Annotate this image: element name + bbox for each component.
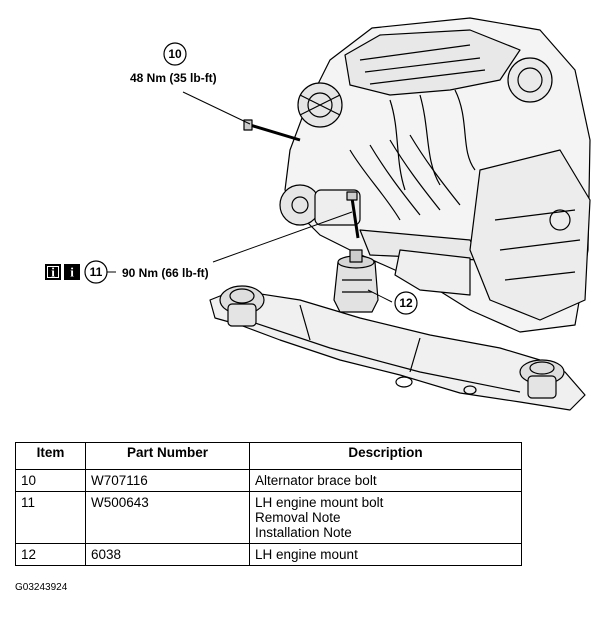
- cell-item: 11: [15, 491, 86, 544]
- engine-assembly: [279, 17, 591, 333]
- header-part-number: Part Number: [85, 442, 250, 470]
- callout-11-number: 11: [90, 265, 103, 279]
- cell-item: 12: [15, 543, 86, 566]
- parts-table: Item Part Number Description 10 W707116 …: [15, 442, 522, 566]
- callout-11-torque: 90 Nm (66 lb-ft): [122, 266, 209, 280]
- description-line: LH engine mount bolt: [255, 495, 384, 510]
- cell-part-number: W707116: [85, 469, 250, 492]
- cell-description: LH engine mount: [249, 543, 522, 566]
- svg-text:i: i: [70, 265, 74, 280]
- table-row: 12 6038 LH engine mount: [15, 543, 522, 566]
- engine-mount-illustration: 10 48 Nm (35 lb-ft) i i 11 90 Nm (66 lb-…: [45, 17, 591, 411]
- figure-id: G03243924: [15, 582, 68, 593]
- installation-note-link[interactable]: Installation Note: [255, 525, 352, 540]
- callout-10: 10 48 Nm (35 lb-ft): [130, 42, 217, 85]
- svg-text:i: i: [51, 265, 55, 280]
- callout-12-number: 12: [399, 296, 413, 310]
- cell-part-number: W500643: [85, 491, 250, 544]
- callout-11: i i 11 90 Nm (66 lb-ft): [45, 260, 209, 284]
- description-line: Alternator brace bolt: [255, 473, 377, 488]
- header-description: Description: [249, 442, 522, 470]
- alternator-brace-bolt: [243, 119, 301, 142]
- callout-10-torque: 48 Nm (35 lb-ft): [130, 71, 217, 85]
- cell-description: LH engine mount bolt Removal Note Instal…: [249, 491, 522, 544]
- info-icon-installation[interactable]: i: [64, 264, 80, 280]
- subframe: [209, 285, 586, 411]
- info-icon-removal[interactable]: i: [45, 264, 61, 280]
- cell-description: Alternator brace bolt: [249, 469, 522, 492]
- callout-10-number: 10: [168, 47, 182, 61]
- table-header-row: Item Part Number Description: [15, 442, 522, 470]
- engine-mount-12: [333, 249, 379, 313]
- engine-mount-bolt: [346, 191, 360, 239]
- removal-note-link[interactable]: Removal Note: [255, 510, 341, 525]
- cell-item: 10: [15, 469, 86, 492]
- callout-12: 12: [394, 291, 418, 315]
- header-item: Item: [15, 442, 86, 470]
- table-row: 10 W707116 Alternator brace bolt: [15, 469, 522, 492]
- description-line: LH engine mount: [255, 547, 358, 562]
- leader-lines: [182, 91, 393, 303]
- cell-part-number: 6038: [85, 543, 250, 566]
- table-row: 11 W500643 LH engine mount bolt Removal …: [15, 491, 522, 544]
